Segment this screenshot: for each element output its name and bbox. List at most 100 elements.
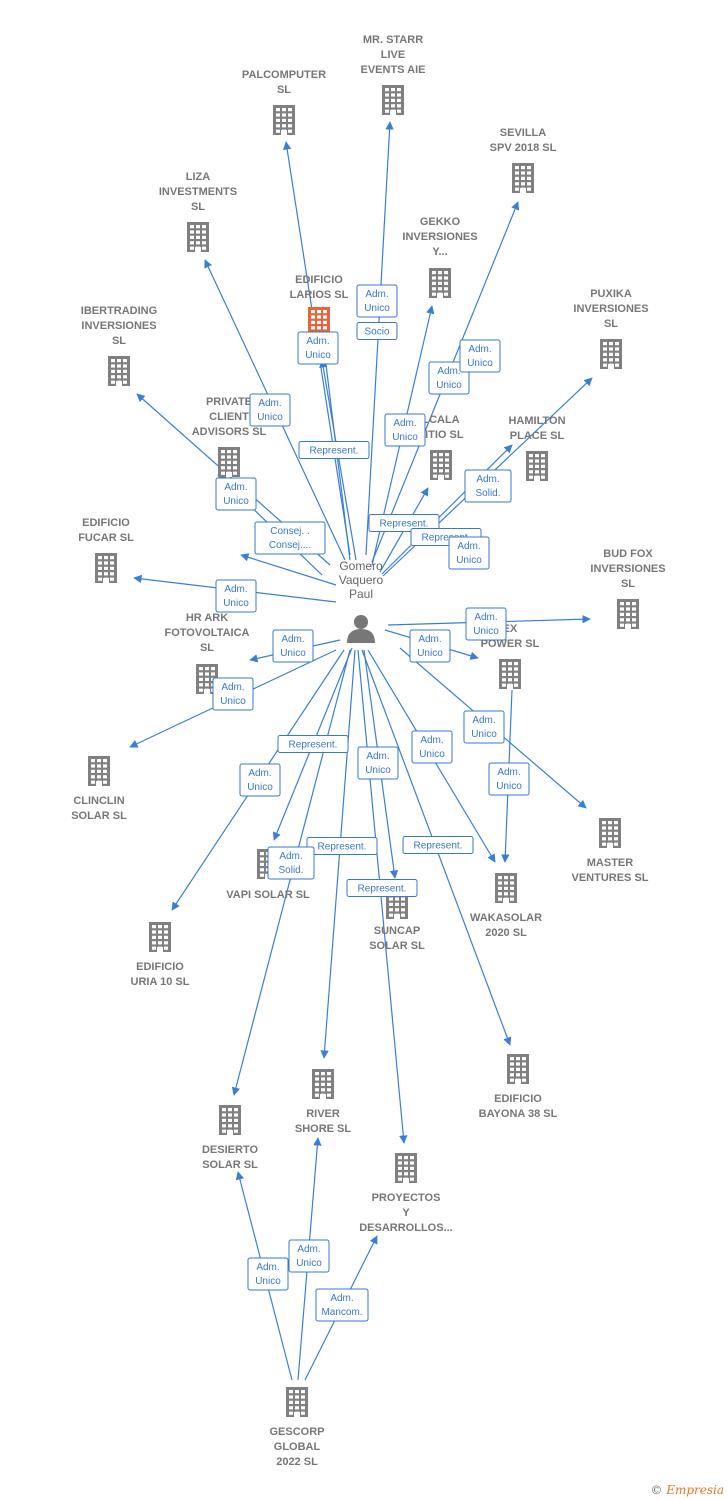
company-node-proyectos[interactable]: PROYECTOSYDESARROLLOS... — [359, 1153, 453, 1234]
company-node-gekko[interactable]: GEKKOINVERSIONESY... — [402, 216, 478, 298]
building-icon — [526, 451, 548, 481]
relation-label-r-mrstarr-socio[interactable]: Socio — [356, 322, 398, 340]
relation-label-r-palcomputer[interactable]: Adm.Unico — [356, 284, 398, 318]
company-label: SOLAR SL — [71, 810, 127, 822]
company-label: IBERTRADING — [81, 305, 157, 317]
building-icon — [149, 922, 171, 952]
relation-box — [346, 879, 418, 897]
relation-text: Solid. — [475, 488, 500, 499]
relation-label-r-gescorp-proyectos[interactable]: Adm.Mancom. — [315, 1288, 369, 1322]
company-label: PALCOMPUTER — [242, 69, 326, 81]
company-node-clinclin[interactable]: CLINCLIN SOLAR SL — [71, 756, 127, 822]
company-label: SEVILLA — [500, 127, 547, 139]
relation-label-r-clinclin[interactable]: Adm.Unico — [212, 677, 254, 711]
relation-label-r-liza[interactable]: Adm.Unico — [249, 393, 291, 427]
relation-text: Unico — [392, 432, 418, 443]
person-label: Vaquero — [339, 573, 384, 587]
company-label: DESIERTO — [202, 1144, 258, 1156]
relation-text: Consej.... — [269, 540, 311, 551]
relation-text: Unico — [496, 781, 522, 792]
relation-text: Unico — [305, 350, 331, 361]
relation-text: Adm. — [306, 336, 329, 347]
relation-label-r-bayona[interactable]: Adm.Solid. — [267, 846, 315, 880]
building-icon — [495, 873, 517, 903]
relation-label-r-hamilton[interactable]: Adm.Solid. — [464, 469, 512, 503]
company-label: INVERSIONES — [81, 320, 156, 332]
relation-text: Adm. — [224, 584, 247, 595]
company-label: CLINCLIN — [73, 795, 124, 807]
relation-label-r-consej[interactable]: Consej. .Consej.... — [254, 521, 326, 555]
relation-box — [357, 746, 399, 780]
relation-text: Represent. — [358, 884, 407, 895]
relation-label-r-hrark[interactable]: Adm.Unico — [272, 629, 314, 663]
company-label: FUCAR SL — [78, 532, 134, 544]
relation-text: Adm. — [437, 366, 460, 377]
watermark: © Empresia — [650, 1483, 724, 1497]
relation-label-r-desierto-rep[interactable]: Represent. — [402, 836, 474, 854]
relation-text: Unico — [436, 380, 462, 391]
relation-text: Adm. — [281, 634, 304, 645]
relation-text: Unico — [223, 598, 249, 609]
relation-label-r-wakasolar[interactable]: Adm.Unico — [357, 746, 399, 780]
relation-label-r-ibertrading[interactable]: Adm.Unico — [215, 477, 257, 511]
building-icon — [273, 105, 295, 135]
relation-label-r-alcala[interactable]: Adm. Unico — [384, 413, 426, 447]
relation-label-r-gekko[interactable]: Adm. Unico — [428, 361, 470, 395]
relation-text: Adm. — [393, 418, 416, 429]
relation-box — [315, 1288, 369, 1322]
relation-label-r-gescorp-river[interactable]: Adm.Unico — [288, 1239, 330, 1273]
relation-text: Unico — [220, 696, 246, 707]
relation-label-r-larios-rep[interactable]: Represent. — [298, 441, 370, 459]
relation-label-r-gescorp-desierto[interactable]: Adm.Unico — [247, 1257, 289, 1291]
relation-label-r-uria[interactable]: Adm.Unico — [411, 730, 453, 764]
relation-label-r-represent-1[interactable]: Represent. — [368, 514, 440, 532]
company-label: RIVER — [306, 1108, 340, 1120]
relation-box — [288, 1239, 330, 1273]
relation-label-r-master[interactable]: Adm.Unico — [463, 710, 505, 744]
relation-label-r-larios[interactable]: Adm. Unico — [297, 331, 339, 365]
relation-label-r-proyectos-rep[interactable]: Represent. — [346, 879, 418, 897]
relation-label-r-suncap[interactable]: Adm.Unico — [488, 762, 530, 796]
edge-line — [240, 553, 337, 586]
company-label: HAMILTON — [508, 415, 565, 427]
relation-label-r-sevilla[interactable]: Adm.Unico — [459, 339, 501, 373]
relation-label-r-flex[interactable]: Adm.Unico — [409, 629, 451, 663]
relation-box — [428, 361, 470, 395]
relation-label-r-fucar[interactable]: Adm. Unico — [215, 579, 257, 613]
company-label: PROYECTOS — [372, 1192, 441, 1204]
relation-box — [239, 763, 281, 797]
relation-label-r-budfox[interactable]: Adm.Unico — [465, 607, 507, 641]
relation-box — [402, 836, 474, 854]
building-icon — [219, 1105, 241, 1135]
relation-box — [463, 710, 505, 744]
relation-label-r-vapi[interactable]: Adm.Unico — [239, 763, 281, 797]
relation-label-r-puxika[interactable]: Adm.Unico — [448, 536, 490, 570]
company-label: LARIOS SL — [290, 289, 349, 301]
company-label: SL — [604, 318, 618, 330]
relation-label-r-vapi-rep[interactable]: Represent. — [306, 837, 378, 855]
relation-label-r-wakasolar-rep[interactable]: Represent. — [277, 735, 349, 753]
